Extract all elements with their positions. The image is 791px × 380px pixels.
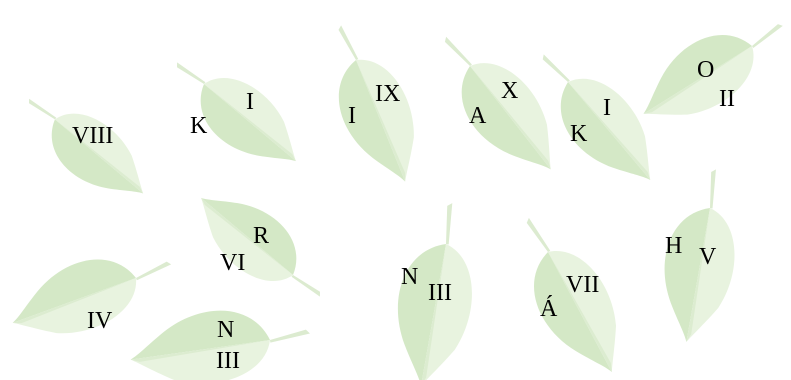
leaf-label: N — [401, 264, 418, 290]
leaf-label: IX — [375, 81, 400, 107]
leaf-label: I — [246, 89, 254, 115]
leaf-label: VIII — [72, 123, 113, 149]
leaf-tile[interactable] — [310, 12, 436, 195]
leaf-label: IV — [87, 308, 113, 334]
leaf-label: N — [217, 317, 234, 343]
leaf-label: V — [699, 244, 717, 270]
leaf-label: K — [190, 113, 208, 139]
leaf-label: K — [570, 121, 588, 147]
leaf-label: O — [697, 57, 714, 83]
leaf-label: R — [253, 223, 269, 249]
leaf-label: III — [428, 280, 452, 306]
leaf-tile[interactable] — [419, 16, 577, 191]
leaf-label: Á — [540, 296, 558, 322]
leaf-label: II — [719, 86, 735, 112]
leaf-label: I — [603, 95, 611, 121]
leaf-label: VII — [566, 272, 599, 298]
leaf-tile[interactable] — [1, 232, 183, 354]
leaf-label: A — [469, 103, 487, 129]
leaf-label: H — [665, 233, 682, 259]
leaf-tile[interactable] — [157, 39, 316, 186]
leaf-label: III — [216, 348, 240, 374]
leaf-label: X — [501, 78, 518, 104]
leaf-label: VI — [220, 250, 245, 276]
leaf-label: I — [348, 103, 356, 129]
